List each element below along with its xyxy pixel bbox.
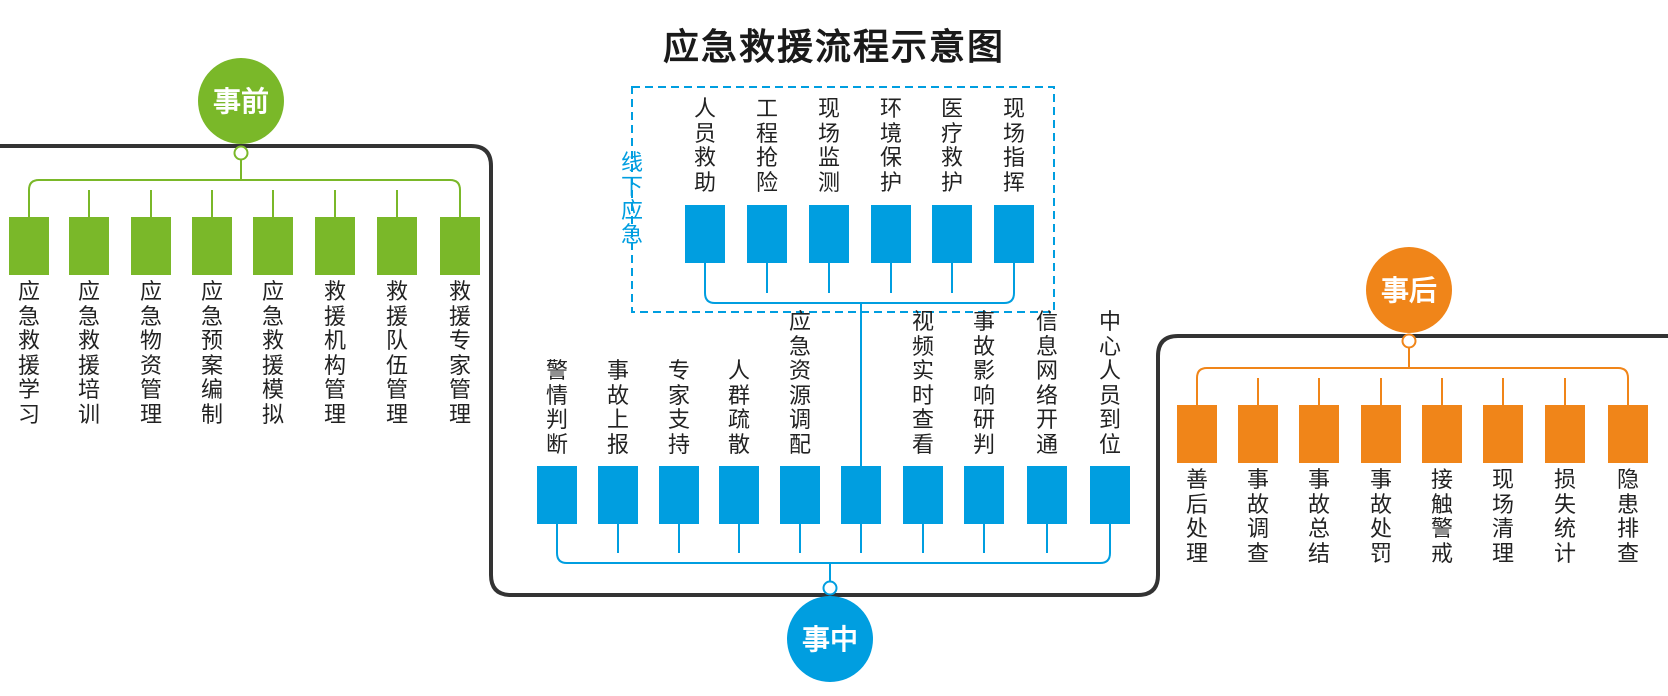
before-frame xyxy=(0,144,1668,597)
offline-item-label: 现场监测 xyxy=(817,97,840,196)
before-phase-circle: 事前 xyxy=(198,58,284,144)
after-phase-circle: 事后 xyxy=(1366,247,1452,333)
during-item-label: 中心人员到位 xyxy=(1098,310,1121,458)
during-item-label: 信息网络开通 xyxy=(1035,310,1058,458)
offline-node xyxy=(932,205,972,263)
after-hub xyxy=(1401,333,1417,349)
offline-bus xyxy=(704,292,1015,304)
offline-item-label: 人员救助 xyxy=(693,97,716,196)
after-item-label: 现场清理 xyxy=(1491,468,1514,567)
during-node xyxy=(719,466,759,524)
during-node xyxy=(780,466,820,524)
during-node xyxy=(1027,466,1067,524)
before-item-label: 应急物资管理 xyxy=(139,280,162,428)
after-node xyxy=(1238,405,1278,463)
after-item-label: 接触警戒 xyxy=(1430,468,1453,567)
before-node xyxy=(131,217,171,275)
after-node xyxy=(1545,405,1585,463)
during-node xyxy=(964,466,1004,524)
during-node xyxy=(903,466,943,524)
after-bus xyxy=(1196,367,1629,379)
after-item-label: 损失统计 xyxy=(1553,468,1576,567)
during-bus xyxy=(556,552,1111,564)
before-node xyxy=(69,217,109,275)
before-node xyxy=(9,217,49,275)
after-item-label: 隐患排查 xyxy=(1616,468,1639,567)
after-phase-circle-label: 事后 xyxy=(1381,274,1437,307)
after-item-label: 善后处理 xyxy=(1185,468,1208,567)
before-item-label: 救援机构管理 xyxy=(323,280,346,428)
offline-node xyxy=(685,205,725,263)
before-item-label: 救援队伍管理 xyxy=(385,280,408,428)
before-bus xyxy=(28,179,461,191)
after-node xyxy=(1299,405,1339,463)
before-node xyxy=(192,217,232,275)
before-item-label: 应急救援模拟 xyxy=(261,280,284,428)
during-node xyxy=(537,466,577,524)
after-node xyxy=(1608,405,1648,463)
during-item-label: 警情判断 xyxy=(545,359,568,458)
during-node xyxy=(841,466,881,524)
after-item-label: 事故处罚 xyxy=(1369,468,1392,567)
offline-item-label: 现场指挥 xyxy=(1002,97,1025,196)
during-item-label: 人群疏散 xyxy=(727,359,750,458)
after-item-label: 事故调查 xyxy=(1246,468,1269,567)
offline-item-label: 环境保护 xyxy=(879,97,902,196)
offline-node xyxy=(994,205,1034,263)
offline-node xyxy=(809,205,849,263)
offline-node xyxy=(871,205,911,263)
before-hub xyxy=(233,145,249,161)
before-item-label: 应急救援学习 xyxy=(17,280,40,428)
offline-emergency-label: 线下应急 xyxy=(620,151,643,248)
during-item-label: 专家支持 xyxy=(667,359,690,458)
during-hub xyxy=(822,580,838,596)
after-item-label: 事故总结 xyxy=(1307,468,1330,567)
after-node xyxy=(1361,405,1401,463)
before-phase-circle-label: 事前 xyxy=(213,85,269,118)
before-item-label: 应急预案编制 xyxy=(200,280,223,428)
offline-item-label: 医疗救护 xyxy=(940,97,963,196)
during-phase-circle-label: 事中 xyxy=(802,623,858,656)
after-node xyxy=(1422,405,1462,463)
during-node xyxy=(1090,466,1130,524)
before-item-label: 应急救援培训 xyxy=(77,280,100,428)
offline-node xyxy=(747,205,787,263)
offline-emergency-box xyxy=(631,86,1055,313)
offline-item-label: 工程抢险 xyxy=(755,97,778,196)
during-item-label: 应急资源调配 xyxy=(788,310,811,458)
after-node xyxy=(1177,405,1217,463)
before-node xyxy=(377,217,417,275)
during-node xyxy=(598,466,638,524)
before-node xyxy=(253,217,293,275)
during-item-label: 视频实时查看 xyxy=(911,310,934,458)
before-node xyxy=(315,217,355,275)
page-title: 应急救援流程示意图 xyxy=(662,27,1005,68)
during-phase-circle: 事中 xyxy=(787,596,873,682)
during-item-label: 事故影响研判 xyxy=(972,310,995,458)
before-node xyxy=(440,217,480,275)
during-item-label: 事故上报 xyxy=(606,359,629,458)
before-item-label: 救援专家管理 xyxy=(448,280,471,428)
after-node xyxy=(1483,405,1523,463)
during-node xyxy=(659,466,699,524)
